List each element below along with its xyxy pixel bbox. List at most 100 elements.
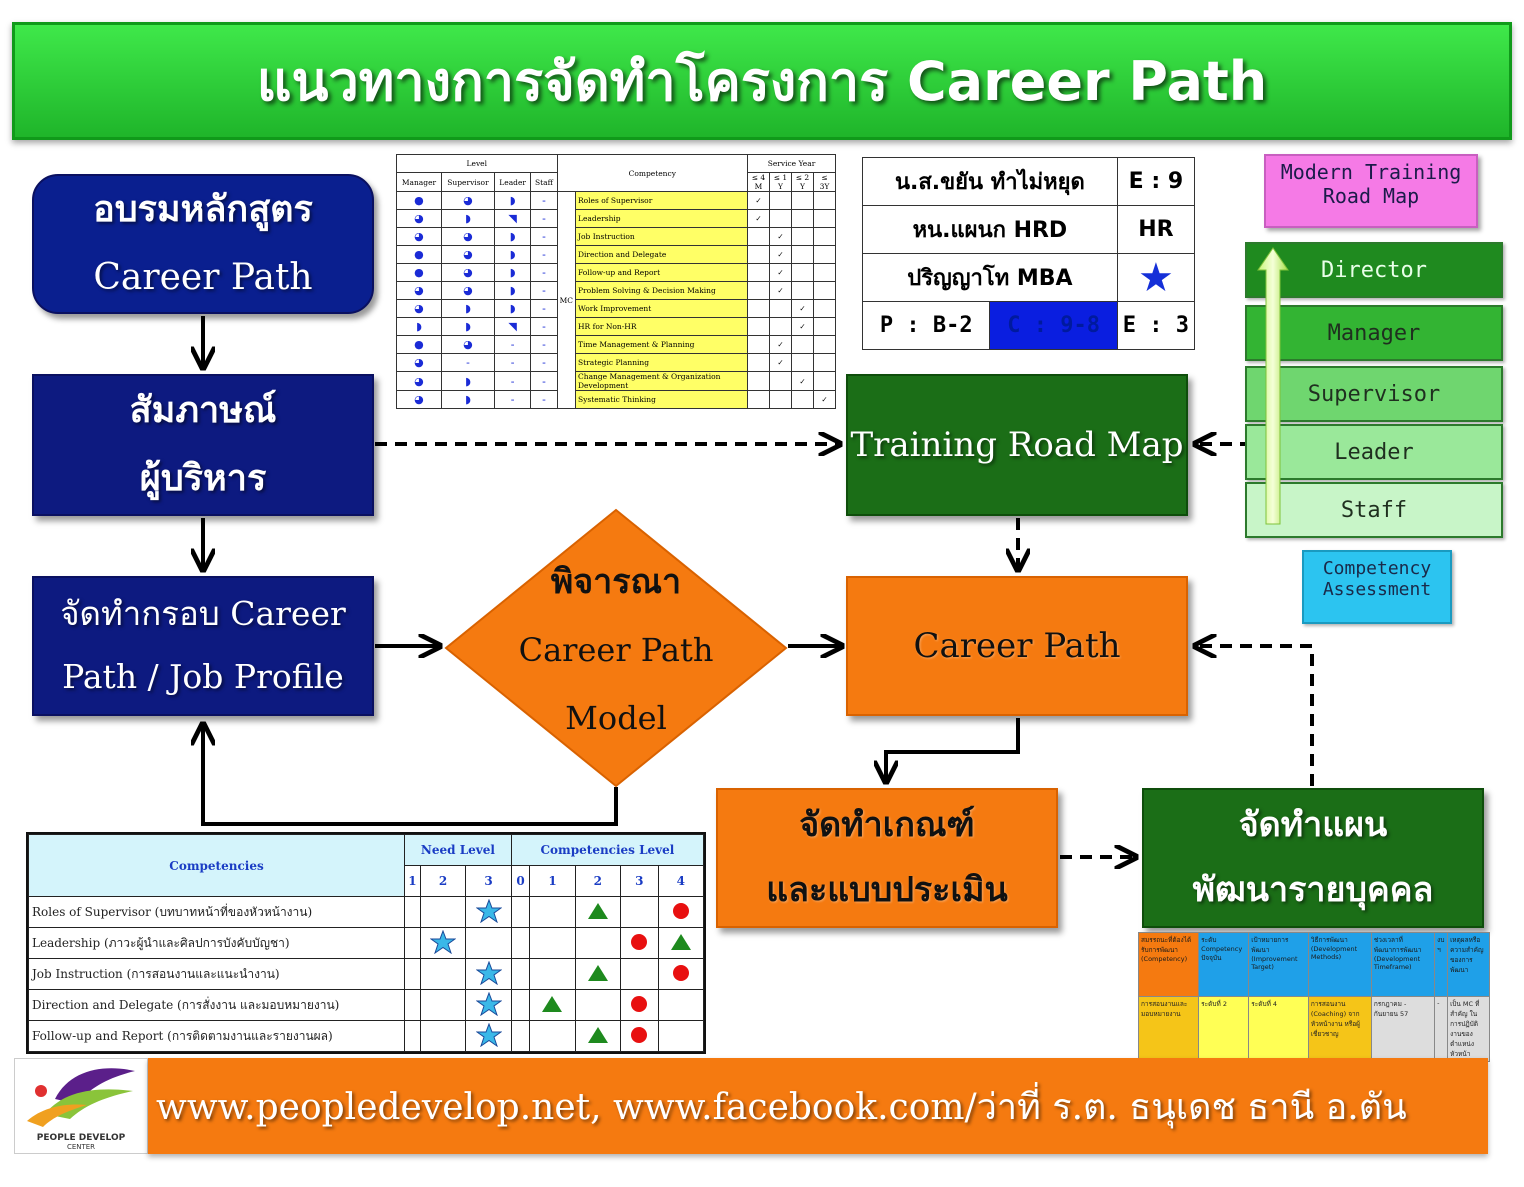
current-level-triangle-icon bbox=[657, 927, 704, 959]
employee-c-code: C : 9-8 bbox=[989, 301, 1118, 350]
level-icon: ◗ bbox=[494, 227, 532, 246]
level-icon: ◕ bbox=[440, 245, 496, 264]
star-icon: ★ bbox=[1116, 253, 1196, 302]
criteria-box: จัดทำเกณฑ์ และแบบประเมิน bbox=[716, 788, 1058, 928]
level-icon: ● bbox=[396, 263, 442, 282]
competency-row-name: Direction and Delegate (การสั่งงาน และมอ… bbox=[28, 989, 405, 1021]
competency-name: Roles of Supervisor bbox=[575, 191, 748, 210]
level-icon: ● bbox=[396, 191, 442, 210]
service-cell bbox=[813, 335, 836, 354]
service-cell bbox=[747, 371, 770, 391]
level-icon: ◗ bbox=[494, 281, 532, 300]
service-cell bbox=[813, 209, 836, 228]
level-header: Level bbox=[396, 154, 558, 173]
level-icon: ◕ bbox=[396, 281, 442, 300]
comp-level-cell bbox=[529, 1020, 576, 1052]
idp-header-cell: สมรรถนะที่ต้องได้รับการพัฒนา (Competency… bbox=[1137, 932, 1200, 997]
level-col: Staff bbox=[530, 172, 558, 192]
idp-data-cell: ระดับที่ 4 bbox=[1248, 996, 1309, 1062]
comp-level-header: Competencies Level bbox=[510, 834, 705, 866]
service-cell bbox=[769, 191, 792, 210]
service-header: Service Year bbox=[747, 154, 836, 173]
level-icon: ◗ bbox=[396, 317, 442, 336]
service-cell bbox=[747, 299, 770, 318]
idp-data-cell: - bbox=[1434, 996, 1449, 1062]
competency-name: Time Management & Planning bbox=[575, 335, 748, 354]
service-cell bbox=[813, 299, 836, 318]
need-level-star-icon bbox=[465, 958, 512, 990]
competency-name: HR for Non-HR bbox=[575, 317, 748, 336]
idp-header-row: สมรรถนะที่ต้องได้รับการพัฒนา (Competency… bbox=[1137, 932, 1490, 997]
service-cell bbox=[791, 263, 814, 282]
service-col: ≤ 1 Y bbox=[769, 172, 792, 192]
target-level-circle-icon bbox=[620, 1020, 659, 1052]
level-col: Manager bbox=[396, 172, 442, 192]
service-cell bbox=[791, 227, 814, 246]
need-col: 3 bbox=[465, 865, 512, 897]
competency-assessment-box: Competency Assessment bbox=[1302, 550, 1452, 624]
level-col: Supervisor bbox=[440, 172, 496, 192]
service-cell: ✓ bbox=[791, 299, 814, 318]
level-icon: - bbox=[530, 281, 558, 300]
idp-data-cell: ระดับที่ 2 bbox=[1198, 996, 1250, 1062]
level-table-row: ●◕◗-Direction and Delegate✓ bbox=[396, 245, 836, 264]
need-level-cell bbox=[465, 927, 512, 959]
framework-line1: จัดทำกรอบ Career bbox=[60, 594, 346, 634]
service-cell bbox=[813, 281, 836, 300]
ladder-manager: Manager bbox=[1245, 305, 1503, 361]
comp-col: 2 bbox=[574, 865, 622, 897]
service-cell bbox=[747, 245, 770, 264]
level-table-row: ●◕◗-Follow-up and Report✓ bbox=[396, 263, 836, 282]
level-icon: ◕ bbox=[396, 390, 442, 409]
employee-p-code: P : B-2 bbox=[861, 301, 991, 350]
idp-header-cell: เป้าหมายการพัฒนา (Improvement Target) bbox=[1248, 932, 1309, 997]
service-cell bbox=[813, 353, 836, 372]
comp-level-cell bbox=[657, 989, 704, 1021]
competency-name: Job Instruction bbox=[575, 227, 748, 246]
logo-line1: PEOPLE DEVELOP bbox=[36, 1133, 126, 1143]
criteria-line2: และแบบประเมิน bbox=[766, 870, 1008, 910]
arrow-idp-career bbox=[1195, 646, 1314, 786]
arrow-career-criteria bbox=[886, 718, 1020, 782]
competency-row: Leadership (ภาวะผู้นำและศิลปการบังคับบัญ… bbox=[28, 927, 704, 959]
current-level-triangle-icon bbox=[574, 896, 622, 928]
current-level-triangle-icon bbox=[574, 1020, 622, 1052]
arrow-consider-framework bbox=[203, 724, 618, 826]
idp-table-container: สมรรถนะที่ต้องได้รับการพัฒนา (Competency… bbox=[1137, 932, 1490, 1062]
level-icon: - bbox=[440, 353, 496, 372]
service-cell: ✓ bbox=[769, 227, 792, 246]
service-cell bbox=[813, 371, 836, 391]
service-cell: ✓ bbox=[769, 335, 792, 354]
competency-name: Leadership bbox=[575, 209, 748, 228]
service-cell: ✓ bbox=[747, 191, 770, 210]
service-cell bbox=[813, 245, 836, 264]
competency-level-table-container: Competencies Need Level Competencies Lev… bbox=[26, 832, 706, 1054]
interview-line2: ผู้บริหาร bbox=[139, 458, 267, 499]
level-icon: - bbox=[494, 390, 532, 409]
employee-name-code: E : 9 bbox=[1116, 157, 1196, 206]
level-table-row: ◗◗◥-HR for Non-HR✓ bbox=[396, 317, 836, 336]
level-icon: - bbox=[530, 191, 558, 210]
level-icon: ◕ bbox=[396, 299, 442, 318]
training-course-line1: อบรมหลักสูตร bbox=[93, 188, 313, 230]
need-level-star-icon bbox=[419, 927, 467, 959]
service-cell bbox=[813, 227, 836, 246]
competencies-header: Competencies bbox=[28, 834, 405, 897]
road-map-title-line2: Road Map bbox=[1322, 184, 1420, 208]
idp-header-cell: ระดับ Competency ปัจจุบัน bbox=[1198, 932, 1250, 997]
footer-text: www.peopledevelop.net, www.facebook.com/… bbox=[156, 1086, 1407, 1128]
level-icon: ● bbox=[396, 245, 442, 264]
interview-line1: สัมภาษณ์ bbox=[129, 389, 277, 431]
need-level-star-icon bbox=[465, 989, 512, 1021]
service-cell bbox=[791, 353, 814, 372]
level-table-row: ●◕--Time Management & Planning✓ bbox=[396, 335, 836, 354]
comp-level-cell bbox=[574, 927, 622, 959]
employee-degree: ปริญญาโท MBA bbox=[862, 253, 1118, 302]
service-cell bbox=[791, 191, 814, 210]
need-level-header: Need Level bbox=[404, 834, 512, 866]
need-level-cell bbox=[419, 958, 467, 990]
level-table-container: Level Competency Service Year Manager Su… bbox=[396, 154, 836, 409]
comp-col: 4 bbox=[657, 865, 704, 897]
competency-row: Job Instruction (การสอนงานและแนะนำงาน) bbox=[28, 958, 704, 990]
